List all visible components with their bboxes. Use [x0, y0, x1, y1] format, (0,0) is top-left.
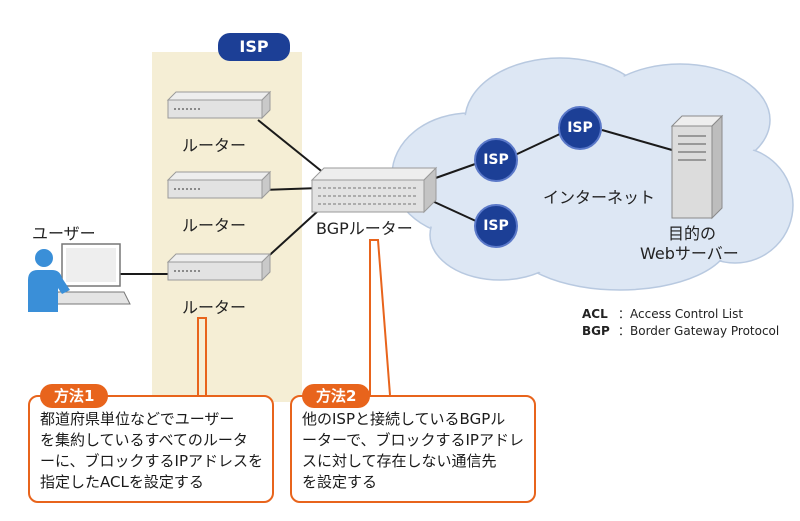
bgp-router-device — [310, 166, 438, 214]
legend-acl-abbr: ACL — [582, 307, 608, 321]
method2-line-2: ーターで、ブロックするIPアドレ — [302, 431, 524, 449]
router-2-device — [166, 170, 272, 200]
method2-badge: 方法2 — [302, 384, 371, 408]
router-3-device — [166, 252, 272, 282]
legend-bgp-desc: ：Border Gateway Protocol — [618, 324, 780, 338]
legend-bgp: BGP ：Border Gateway Protocol — [582, 322, 779, 339]
legend-acl-desc: ：Access Control List — [618, 307, 744, 321]
isp-area-label: ISP — [218, 33, 290, 61]
internet-label: インターネット — [543, 188, 656, 207]
web-server-device — [670, 114, 724, 220]
internet-isp-node-1: ISP — [474, 138, 518, 182]
legend-bgp-abbr: BGP — [582, 324, 610, 338]
callout-connectors — [197, 239, 391, 396]
method1-line-4: 指定したACLを設定する — [40, 473, 204, 491]
bgp-router-label: BGPルーター — [316, 219, 413, 238]
user-label: ユーザー — [32, 224, 96, 243]
router-3-label: ルーター — [182, 298, 247, 317]
router-1-label: ルーター — [182, 136, 247, 155]
router-2-label: ルーター — [182, 216, 247, 235]
internet-isp-node-3: ISP — [558, 106, 602, 150]
internet-isp-node-2: ISP — [474, 204, 518, 248]
method1-line-2: を集約しているすべてのルータ — [40, 431, 248, 449]
method1-line-1: 都道府県単位などでユーザー — [40, 410, 235, 428]
user-figure — [28, 243, 131, 312]
method1-line-3: ーに、ブロックするIPアドレスを — [40, 452, 264, 470]
method1-callout: 都道府県単位などでユーザー を集約しているすべてのルータ ーに、ブロックするIP… — [28, 395, 274, 503]
method2-line-3: スに対して存在しない通信先 — [302, 452, 497, 470]
web-server-label-line2: Webサーバー — [640, 244, 739, 263]
method2-line-4: を設定する — [302, 473, 378, 491]
method2-line-1: 他のISPと接続しているBGPル — [302, 410, 506, 428]
web-server-label-line1: 目的の — [668, 224, 717, 243]
method1-badge: 方法1 — [40, 384, 109, 408]
legend-acl: ACL ：Access Control List — [582, 305, 743, 322]
method2-callout: 他のISPと接続しているBGPル ーターで、ブロックするIPアドレ スに対して存… — [290, 395, 536, 503]
router-1-device — [166, 90, 272, 120]
